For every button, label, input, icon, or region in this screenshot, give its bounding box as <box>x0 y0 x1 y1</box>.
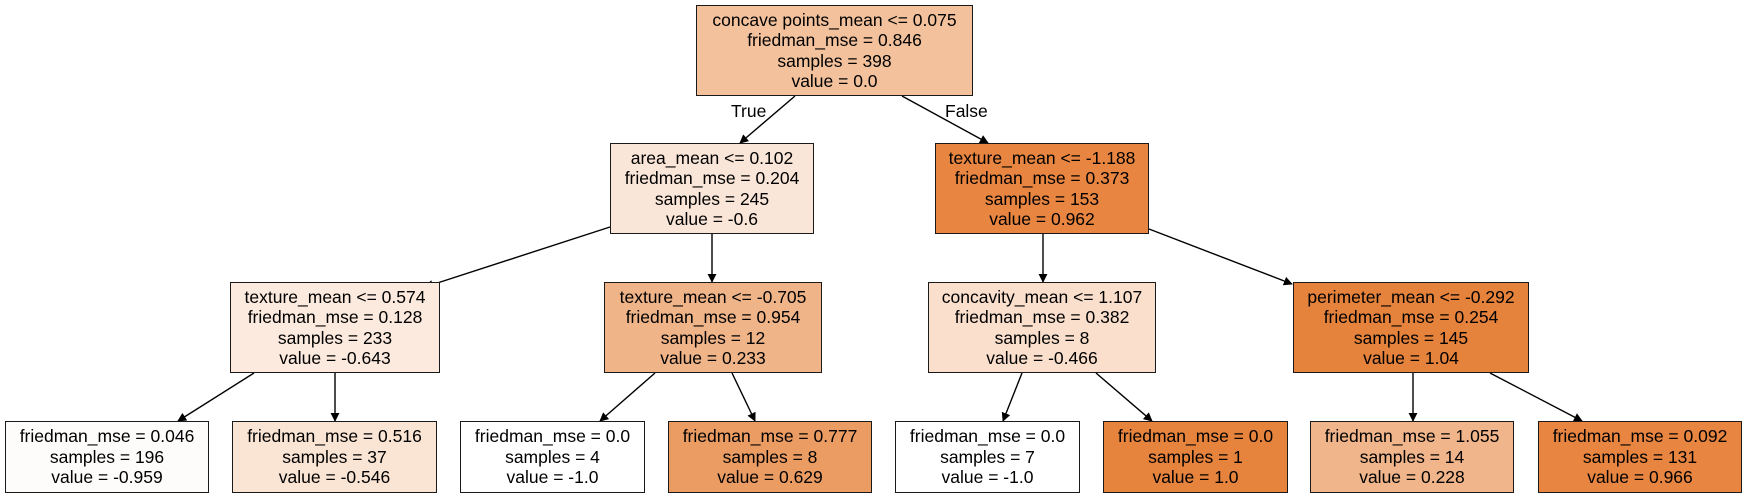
node-line: friedman_mse = 0.0 <box>474 426 631 447</box>
node-line: friedman_mse = 0.046 <box>19 426 195 447</box>
node-line: value = 0.233 <box>660 348 766 368</box>
node-line: concave points_mean <= 0.075 <box>712 9 957 30</box>
node-line: samples = 4 <box>505 446 600 467</box>
node-line: friedman_mse = 0.777 <box>682 426 858 447</box>
node-line: friedman_mse = 0.954 <box>625 307 801 327</box>
node-line: friedman_mse = 0.0 <box>909 426 1066 447</box>
node-line: friedman_mse = 0.254 <box>1323 307 1499 327</box>
node-line: samples = 14 <box>1359 446 1465 467</box>
node-line: value = 0.962 <box>989 209 1095 229</box>
node-line: samples = 196 <box>49 446 165 467</box>
node-line: concavity_mean <= 1.107 <box>941 286 1143 307</box>
node-line: value = 0.629 <box>717 467 823 488</box>
node-line: samples = 12 <box>660 327 766 348</box>
node-line: value = -0.546 <box>278 467 391 488</box>
node-line: samples = 245 <box>654 188 770 209</box>
node-line: friedman_mse = 0.516 <box>247 426 422 447</box>
node-line: samples = 7 <box>940 446 1035 467</box>
node-line: samples = 8 <box>722 446 818 467</box>
node-line: value = 0.966 <box>1587 467 1693 488</box>
tree-edge-arrow <box>731 372 756 422</box>
node-line: value = 1.0 <box>1152 467 1239 488</box>
tree-edge-arrow <box>1095 372 1153 422</box>
true-edge-label: True <box>731 101 767 121</box>
node-line: area_mean <= 0.102 <box>630 147 794 168</box>
node-line: samples = 145 <box>1353 327 1469 348</box>
node-line: friedman_mse = 0.204 <box>624 168 800 188</box>
node-line: samples = 131 <box>1582 446 1698 467</box>
node-line: friedman_mse = 0.128 <box>247 307 423 327</box>
node-line: value = -0.959 <box>51 467 163 488</box>
tree-edge-arrow <box>739 95 796 144</box>
node-line: perimeter_mean <= -0.292 <box>1307 286 1515 307</box>
node-line: samples = 1 <box>1148 446 1243 467</box>
node-line: value = -1.0 <box>941 467 1034 488</box>
node-line: friedman_mse = 0.092 <box>1552 426 1728 447</box>
node-line: samples = 8 <box>994 327 1090 348</box>
node-line: value = 1.04 <box>1363 348 1459 368</box>
tree-edge-arrow <box>901 95 989 144</box>
node-line: friedman_mse = 0.373 <box>954 168 1130 188</box>
node-line: friedman_mse = 0.382 <box>954 307 1130 327</box>
node-line: value = 0.228 <box>1359 467 1465 488</box>
node-line: samples = 398 <box>777 50 892 71</box>
node-line: texture_mean <= -1.188 <box>948 147 1136 168</box>
node-line: value = 0.0 <box>791 71 878 91</box>
node-line: samples = 233 <box>277 327 393 348</box>
tree-edge-arrow <box>424 226 611 289</box>
node-line: texture_mean <= -0.705 <box>619 286 807 307</box>
tree-edge-arrow <box>1489 372 1583 422</box>
node-line: value = -0.466 <box>986 348 1098 368</box>
node-line: texture_mean <= 0.574 <box>244 286 426 307</box>
tree-edge-arrow <box>177 372 255 422</box>
node-line: value = -1.0 <box>506 467 599 488</box>
tree-edge-arrow <box>1148 228 1293 286</box>
tree-edge-arrow <box>599 372 656 422</box>
node-line: samples = 37 <box>282 446 387 467</box>
node-line: samples = 153 <box>984 188 1100 209</box>
node-line: value = -0.643 <box>279 348 391 368</box>
tree-edge-arrow <box>1001 372 1023 422</box>
node-line: friedman_mse = 0.0 <box>1117 426 1274 447</box>
node-line: friedman_mse = 1.055 <box>1324 426 1500 447</box>
node-line: value = -0.6 <box>666 209 758 229</box>
node-line: friedman_mse = 0.846 <box>747 30 922 50</box>
false-edge-label: False <box>945 101 988 121</box>
